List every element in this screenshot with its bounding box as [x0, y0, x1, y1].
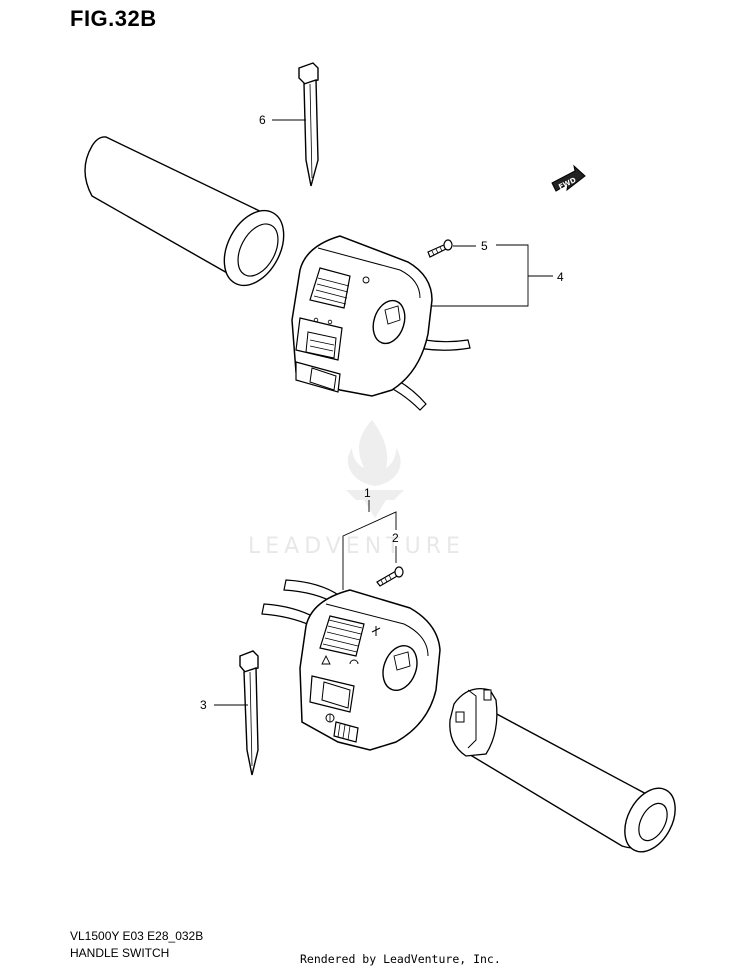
handle-switch-left-assembly[interactable]: [291, 235, 471, 411]
figure-title: FIG.32B: [70, 6, 157, 31]
figure-caption: HANDLE SWITCH: [70, 946, 170, 960]
watermark: LEADVENTURE: [248, 420, 465, 559]
leader-bracket-1: [342, 511, 397, 590]
watermark-flame-icon: [347, 420, 401, 486]
callout-4: 4: [557, 270, 564, 284]
cable-tie-lower[interactable]: [239, 650, 259, 776]
screw-lower[interactable]: [376, 566, 404, 587]
watermark-text: LEADVENTURE: [248, 534, 465, 559]
callout-6: 6: [259, 113, 266, 127]
handlebar-grip-right[interactable]: [449, 687, 686, 861]
fwd-arrow-icon: FWD: [551, 164, 586, 192]
callout-5: 5: [481, 239, 488, 253]
handlebar-grip-left[interactable]: [84, 136, 296, 296]
callout-1: 1: [364, 486, 371, 500]
leader-bracket-4: [432, 244, 529, 307]
callout-2: 2: [392, 531, 399, 545]
callout-3: 3: [200, 698, 207, 712]
model-code: VL1500Y E03 E28_032B: [70, 929, 204, 943]
screw-upper[interactable]: [427, 239, 453, 258]
rendered-by-credit: Rendered by LeadVenture, Inc.: [300, 952, 501, 966]
cable-tie-upper[interactable]: [298, 62, 319, 187]
watermark-lv-mark: [346, 490, 404, 518]
handle-switch-right-assembly[interactable]: [261, 579, 441, 751]
